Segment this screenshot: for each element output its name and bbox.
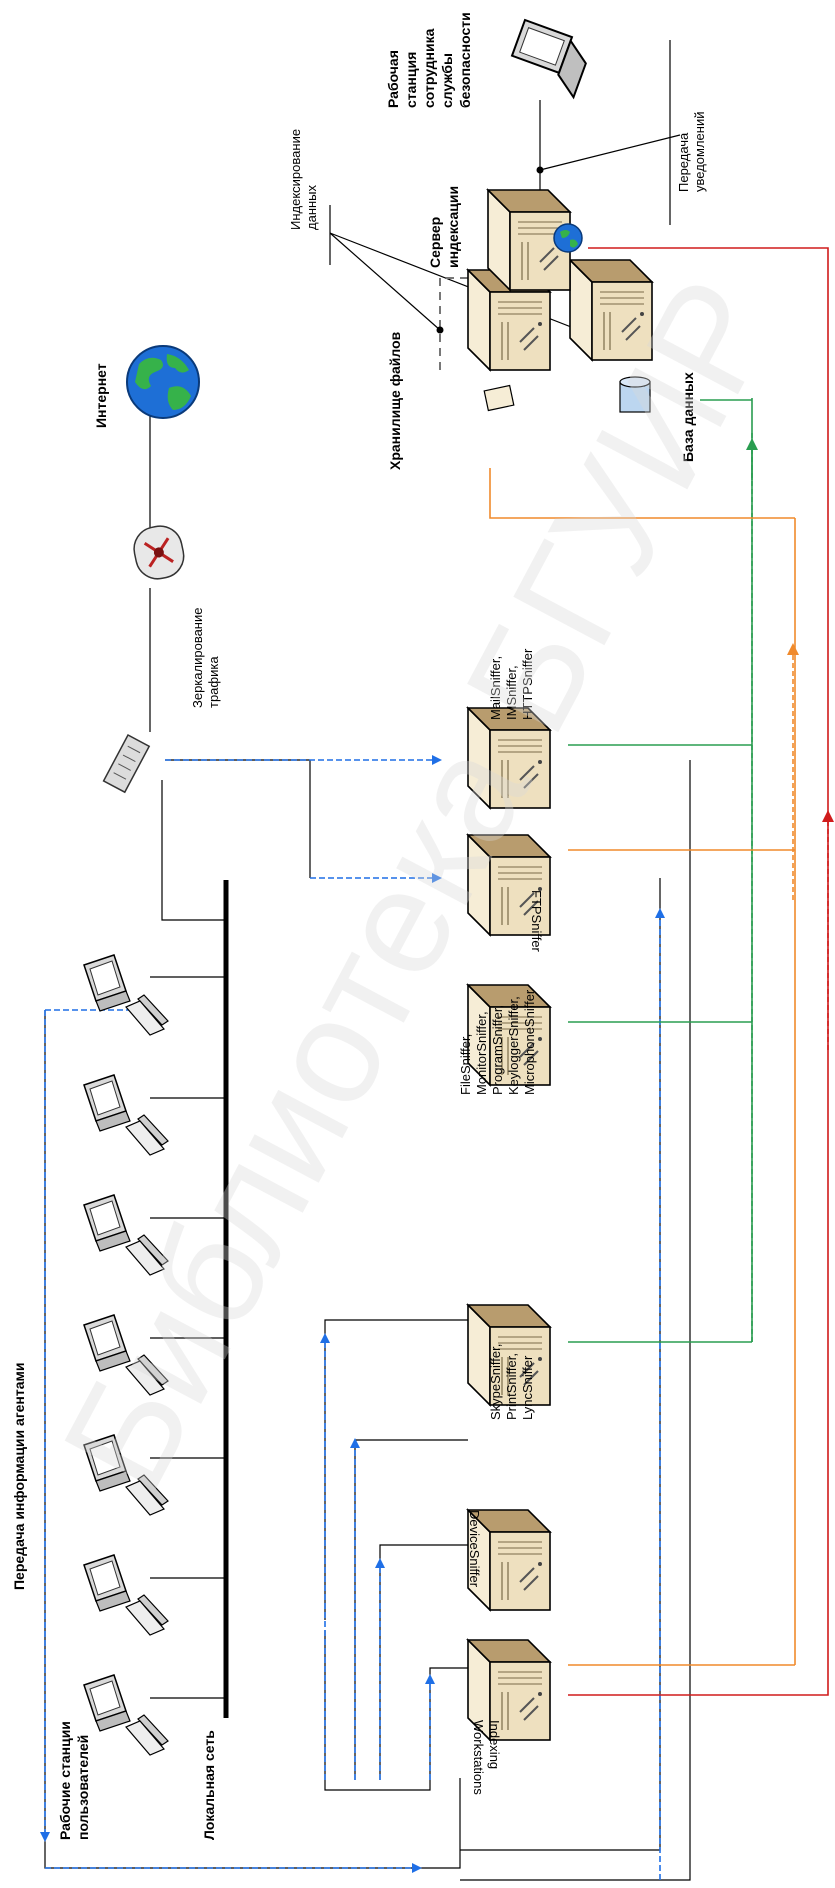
database-label: База данных [680, 372, 696, 462]
security-ws-label-2: станция [403, 52, 419, 108]
skype-sniffer-label-1: SkypeSniffer, [488, 1344, 503, 1420]
notifications-label-1: Передача [676, 132, 691, 192]
agents-transfer-label: Передача информации агентами [11, 1363, 27, 1591]
switch-icon [104, 735, 150, 792]
mail-sniffer-server-icon [468, 708, 550, 808]
svg-text:Индексирование данных: Индексирование данных [288, 125, 319, 230]
workstation-icon [84, 1315, 168, 1395]
user-ws-label-1: Рабочие станции [57, 1721, 73, 1840]
mirroring-label-1: Зеркалирование [190, 608, 205, 708]
indexing-server-label-2: индексации [445, 186, 461, 268]
file-storage-label: Хранилище файлов [387, 331, 403, 470]
file-sniffer-label-4: KeyloggerSniffer, [506, 996, 521, 1095]
svg-text:Рабочая станция сотруд: Рабочая станция сотрудника службы безопа… [385, 12, 473, 108]
database-icon [620, 377, 650, 412]
notifications-label-2: уведомлений [692, 112, 707, 192]
indexing-ws-label-2: Workstations [471, 1720, 486, 1795]
local-network-label: Локальная сеть [201, 1730, 217, 1840]
globe-small-icon [554, 224, 582, 252]
file-sniffer-label-3: ProgramSniffer, [490, 1005, 505, 1095]
security-ws-label-3: сотрудника [421, 28, 437, 108]
svg-text:Передача уведомлений: Передача уведомлений [676, 112, 707, 192]
svg-text:Зеркалирование трафика: Зеркалирование трафика [190, 604, 221, 708]
svg-text:Рабочие станции пользовате: Рабочие станции пользователей [57, 1717, 91, 1840]
security-ws-label-5: безопасности [457, 12, 473, 108]
user-ws-label-2: пользователей [75, 1735, 91, 1840]
device-sniffer-label: DeviceSniffer [467, 1510, 482, 1588]
workstation-icon [84, 1195, 168, 1275]
database-server-icon [570, 260, 652, 360]
workstation-icon [84, 1675, 168, 1755]
mail-sniffer-label-1: MailSniffer, [488, 656, 503, 720]
file-sniffer-label-1: FileSniffer, [458, 1034, 473, 1095]
security-ws-label-4: службы [439, 53, 455, 108]
mail-sniffer-label-2: IMSniffer, [504, 665, 519, 720]
security-ws-label-1: Рабочая [385, 50, 401, 108]
svg-text:Indexing Workstations: Indexing Workstations [471, 1720, 502, 1795]
indexing-data-label-2: данных [304, 184, 319, 230]
ftp-sniffer-label: FTPSniffer [529, 890, 544, 953]
skype-sniffer-label-3: LyncSniffer [520, 1355, 535, 1420]
workstation-icon [84, 955, 168, 1035]
workstation-icon [84, 1075, 168, 1155]
laptop-icon [506, 20, 593, 97]
svg-text:MailSniffer, IMSniffer,: MailSniffer, IMSniffer, HTTPSniffer [488, 648, 535, 720]
indexing-data-label-1: Индексирование [288, 129, 303, 230]
mail-sniffer-label-3: HTTPSniffer [520, 648, 535, 720]
skype-sniffer-label-2: PrintSniffer, [504, 1353, 519, 1420]
workstation-icon [84, 1435, 168, 1515]
internet-label: Интернет [93, 363, 109, 428]
svg-text:Сервер индексации: Сервер индексации [427, 186, 461, 268]
mirroring-label-2: трафика [206, 656, 221, 708]
red-connections [568, 248, 828, 1695]
workstation-icon [84, 1555, 168, 1635]
globe-icon [127, 346, 199, 418]
file-sniffer-label-5: MicrophoneSniffer [522, 989, 537, 1095]
indexing-ws-label-1: Indexing [487, 1720, 502, 1769]
indexing-server-label-1: Сервер [427, 217, 443, 268]
router-icon [130, 522, 188, 583]
file-sniffer-label-2: MonitorSniffer, [474, 1011, 489, 1095]
